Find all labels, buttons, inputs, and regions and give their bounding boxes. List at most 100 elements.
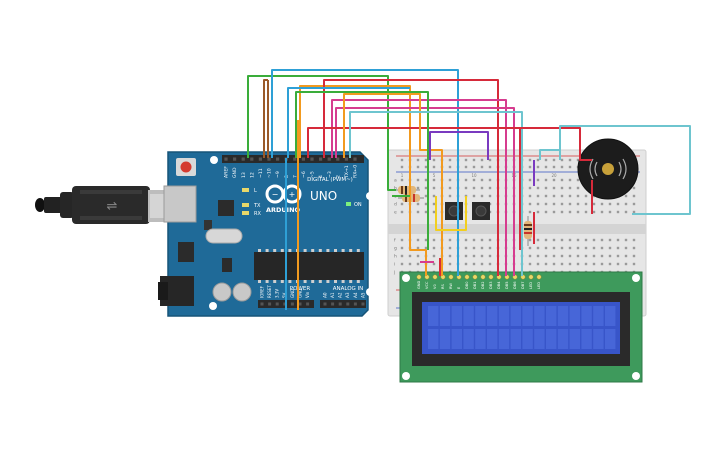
wire-blue-2[interactable] [287,87,410,158]
row-number: 20 [551,173,557,178]
analog-pin-label: A2 [338,292,343,298]
power-pin[interactable] [290,302,294,306]
arduino-uno-board[interactable]: L TX RX − + ARDUINO UNO ON DIGITAL (PWM~… [158,151,374,317]
arduino-model-label: UNO [310,189,337,203]
wire-red-2[interactable] [307,127,521,250]
arduino-brand-label: ARDUINO [266,206,301,214]
digital-pin[interactable] [250,157,254,161]
digital-pin[interactable] [336,157,340,161]
digital-pin-label: 4 [318,175,324,178]
wire-pink-2[interactable] [335,107,515,276]
digital-pin[interactable] [319,157,323,161]
wire-brown-1[interactable] [263,79,268,158]
lcd-pin[interactable] [528,274,534,280]
digital-pin[interactable] [353,157,357,161]
power-pin[interactable] [298,302,302,306]
usb-cable: ⇌ [34,186,174,224]
breadboard-channel [388,224,646,234]
digital-pin-label: ~11 [258,168,264,178]
lcd-pin[interactable] [448,274,454,280]
power-pin[interactable] [275,302,279,306]
analog-pin[interactable] [331,302,335,306]
analog-pin-label: A0 [322,292,327,298]
wire-blue-1[interactable] [271,69,459,276]
lcd-pin[interactable] [536,274,542,280]
lcd-pin[interactable] [480,274,486,280]
analog-pin[interactable] [353,302,357,306]
digital-pin[interactable] [327,157,331,161]
digital-pin[interactable] [224,157,228,161]
digital-pin[interactable] [258,157,262,161]
digital-header [222,155,364,163]
column-letter: a [394,179,397,184]
usb-plug-body [72,186,150,224]
wire-red-1[interactable] [323,79,499,276]
row-number: 1 [401,173,404,178]
digital-pin-label: TX→1 [344,165,350,179]
analog-pin[interactable] [346,302,350,306]
digital-pin[interactable] [310,157,314,161]
power-pin[interactable] [260,302,264,306]
digital-pin[interactable] [344,157,348,161]
digital-pin[interactable] [241,157,245,161]
usb-symbol-icon: ⇌ [107,199,118,214]
digital-pin-label: 7 [292,175,298,178]
wire-yellow-1[interactable] [435,196,467,231]
piezo-buzzer[interactable] [577,138,639,200]
wire-purple-1[interactable] [429,131,489,160]
power-pin[interactable] [268,302,272,306]
power-pin[interactable] [306,302,310,306]
digital-pin[interactable] [293,157,297,161]
wire-cyan-1[interactable] [349,111,523,276]
power-pin-label: RESET [267,285,272,298]
wire-orange-2[interactable] [343,93,443,276]
lcd-pin[interactable] [464,274,470,280]
power-pin-label: IOREF [259,285,264,298]
lcd-pin[interactable] [432,274,438,280]
analog-pin[interactable] [323,302,327,306]
reset-button-cap[interactable] [180,161,192,173]
digital-pin[interactable] [233,157,237,161]
digital-pin-label: ~9 [275,171,281,178]
lcd-pin-label: RS [441,284,445,289]
lcd-pin-label: E [457,286,461,289]
lcd-pin-label: DB1 [473,281,477,289]
column-letter: f [394,238,396,244]
wire-red-3[interactable] [520,127,592,161]
digital-pin-label: ~5 [310,171,316,178]
push-button-2[interactable] [472,202,490,220]
usb-port [163,185,197,223]
wire-cyan-2[interactable] [559,125,691,215]
lcd-pin[interactable] [472,274,478,280]
digital-pin-label: RX←0 [353,165,359,178]
crystal-oscillator [205,228,243,244]
digital-pin[interactable] [267,157,271,161]
wire-orange-1[interactable] [299,85,427,276]
lcd-pin-label: DB6 [513,281,517,289]
wire-cyan-3[interactable] [539,149,560,160]
power-pin-label: Vin [305,291,310,298]
lcd-pin-label: LED [537,282,541,289]
analog-pin[interactable] [361,302,365,306]
push-button-1[interactable] [445,202,463,220]
wire-green-1[interactable] [247,75,396,191]
analog-in-label: ANALOG IN [333,286,364,292]
power-pin[interactable] [283,302,287,306]
power-pin-label: 5V [282,292,287,298]
usb-chip [218,200,234,216]
lcd-pin-label: V0 [433,284,437,289]
lcd-pin[interactable] [416,274,422,280]
lcd-pin[interactable] [488,274,494,280]
wire-green-2[interactable] [295,91,429,250]
digital-pin[interactable] [301,157,305,161]
digital-pin[interactable] [276,157,280,161]
wires[interactable] [247,69,691,310]
mounting-hole [210,156,218,164]
power-pin-label: 3.3V [275,289,280,298]
analog-pin[interactable] [338,302,342,306]
lcd-pin-label: LED [529,282,533,289]
